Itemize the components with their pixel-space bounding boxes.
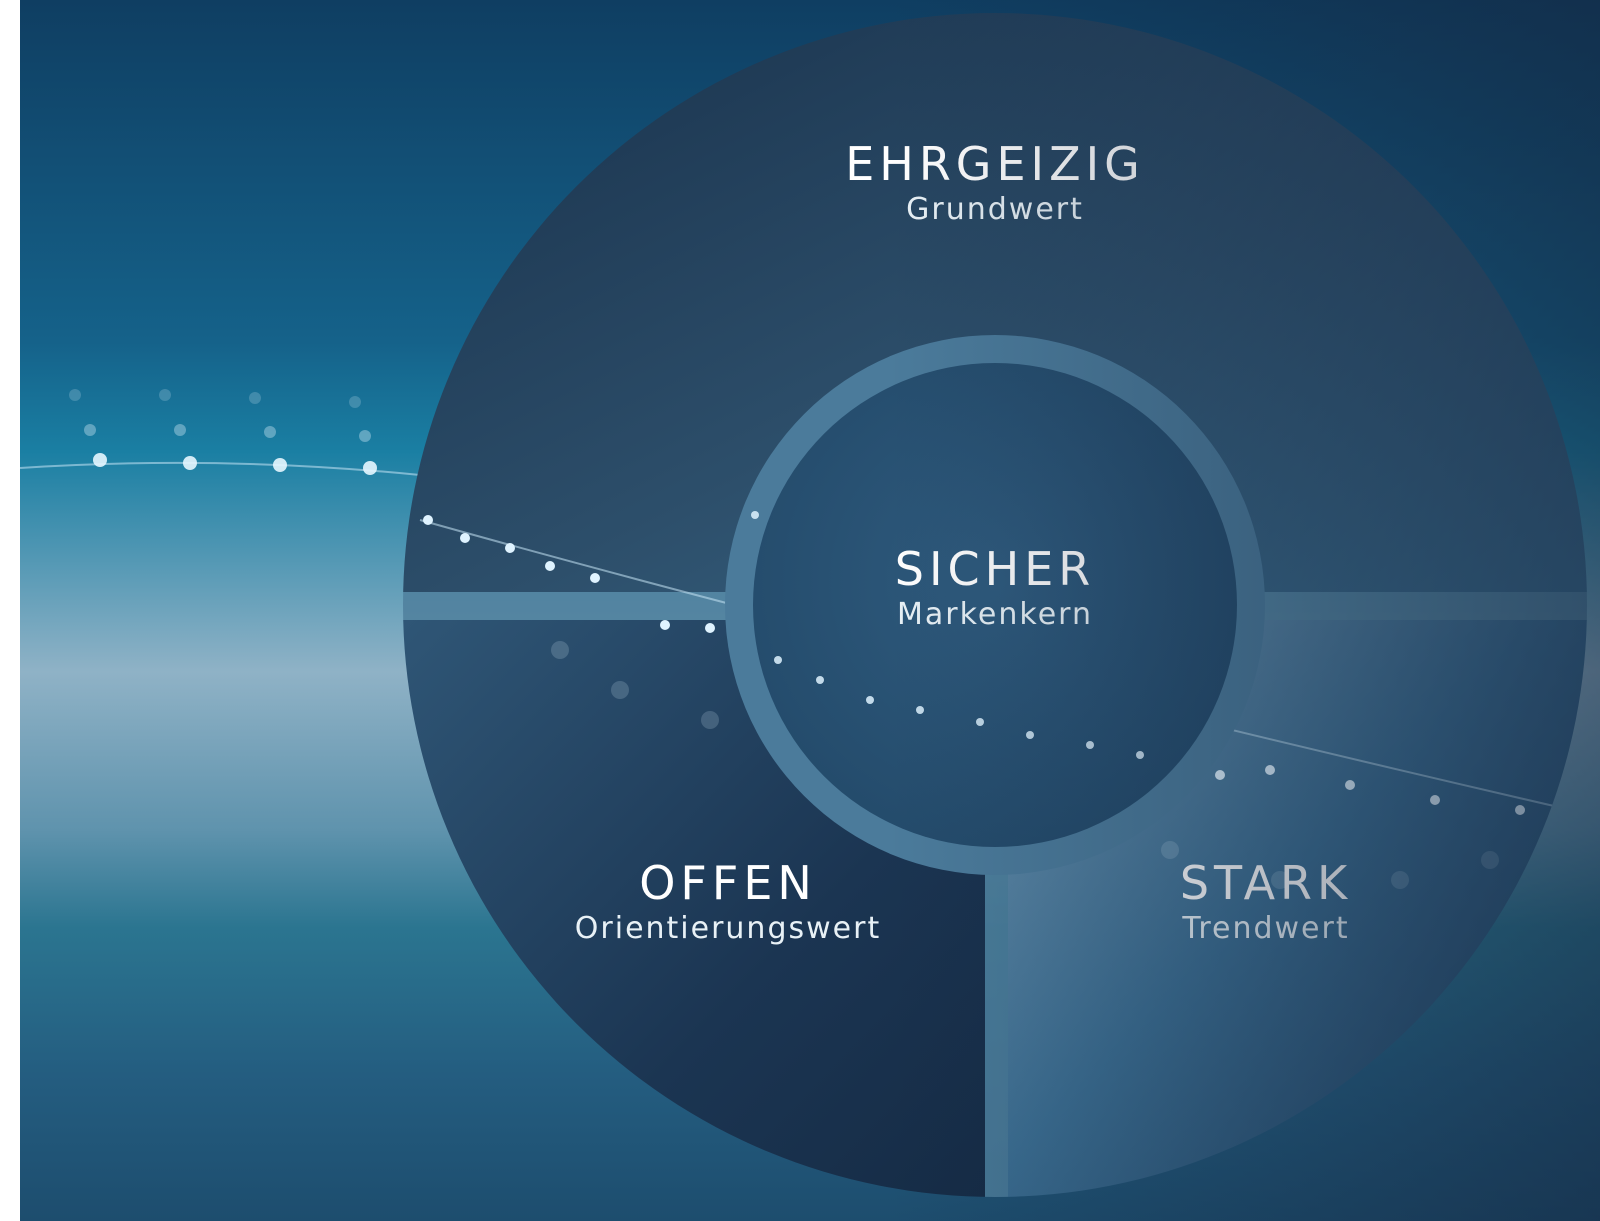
separator-vertical <box>985 860 1008 1197</box>
segment-subtitle: Grundwert <box>906 192 1084 227</box>
segment-label-top: EHRGEIZIG Grundwert <box>845 138 1145 230</box>
center-circle <box>753 363 1237 847</box>
segment-top <box>403 13 1587 592</box>
diagram-canvas: EHRGEIZIG Grundwert SICHER Markenkern OF… <box>20 0 1600 1221</box>
segment-title: EHRGEIZIG <box>845 137 1145 191</box>
segment-title: STARK <box>1179 856 1353 910</box>
segment-label-bottom-right: STARK Trendwert <box>1180 857 1352 949</box>
segment-subtitle: Orientierungswert <box>574 911 882 946</box>
center-title: SICHER <box>894 542 1096 596</box>
center-label: SICHER Markenkern <box>895 543 1096 635</box>
center-subtitle: Markenkern <box>897 597 1093 632</box>
center-particles <box>751 511 1144 759</box>
brand-values-diagram <box>20 13 1587 1197</box>
segment-label-bottom-left: OFFEN Orientierungswert <box>575 857 881 949</box>
segment-subtitle: Trendwert <box>1182 911 1350 946</box>
segment-title: OFFEN <box>639 856 817 910</box>
background-particles <box>20 389 421 476</box>
